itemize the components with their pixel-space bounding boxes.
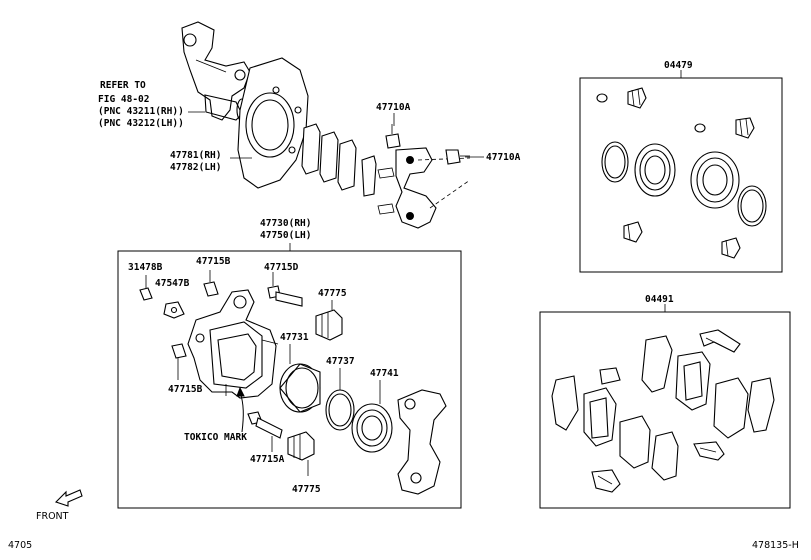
page-id: 4705 bbox=[8, 540, 32, 551]
tokico-mark-arrow bbox=[236, 386, 245, 433]
label-47775-bottom[interactable]: 47775 bbox=[292, 484, 321, 495]
boot-47775-bottom-drawing bbox=[287, 431, 315, 476]
label-47782[interactable]: 47782(LH) bbox=[170, 162, 221, 173]
label-47750[interactable]: 47750(LH) bbox=[260, 230, 311, 241]
label-47731[interactable]: 47731 bbox=[280, 332, 309, 343]
label-kit-04479[interactable]: 04479 bbox=[664, 60, 693, 71]
label-refer-line2: FIG 48-02 bbox=[98, 94, 149, 105]
label-31478b[interactable]: 31478B bbox=[128, 262, 163, 273]
mounting-bracket-drawing bbox=[397, 389, 447, 495]
label-47730[interactable]: 47730(RH) bbox=[260, 218, 311, 229]
slide-pin-47715a-drawing bbox=[247, 411, 283, 452]
label-47781[interactable]: 47781(RH) bbox=[170, 150, 221, 161]
bleeder-plug-31478b-drawing bbox=[139, 275, 153, 301]
seal-kit-04479-frame bbox=[579, 77, 783, 273]
label-47547b[interactable]: 47547B bbox=[155, 278, 190, 289]
front-label: FRONT bbox=[36, 511, 69, 522]
seal-kit-04479-parts-drawing bbox=[596, 87, 767, 259]
pad-shims-drawing bbox=[301, 123, 395, 215]
label-kit-04491[interactable]: 04491 bbox=[645, 294, 674, 305]
dust-cover-drawing bbox=[237, 57, 309, 189]
label-47737[interactable]: 47737 bbox=[326, 356, 355, 367]
slide-pin-47715d-drawing bbox=[267, 272, 303, 307]
piston-seal-47737-drawing bbox=[325, 368, 355, 431]
label-47715a[interactable]: 47715A bbox=[250, 454, 285, 465]
label-47715b-top[interactable]: 47715B bbox=[196, 256, 231, 267]
label-47710a-left[interactable]: 47710A bbox=[376, 102, 411, 113]
pad-kit-04491-parts-drawing bbox=[551, 329, 775, 493]
caliper-body-drawing bbox=[187, 289, 279, 399]
boot-47775-top-drawing bbox=[315, 300, 343, 341]
piston-47731-drawing bbox=[279, 344, 321, 413]
bolt-47710a-right-drawing bbox=[445, 149, 470, 165]
label-47710a-right[interactable]: 47710A bbox=[486, 152, 521, 163]
part-labels: REFER TO FIG 48-02 (PNC 43211(RH)) (PNC … bbox=[98, 60, 693, 495]
label-tokico-mark: TOKICO MARK bbox=[184, 432, 247, 443]
label-47775-top[interactable]: 47775 bbox=[318, 288, 347, 299]
bolt-47715b-bottom-drawing bbox=[171, 343, 187, 380]
label-47715b-bottom[interactable]: 47715B bbox=[168, 384, 203, 395]
bolt-47715b-top-drawing bbox=[203, 270, 219, 297]
footer: FRONT 4705 478135-H bbox=[8, 511, 799, 551]
caliper-assembly-frame bbox=[117, 250, 462, 509]
label-refer-line3: (PNC 43211(RH)) bbox=[98, 106, 184, 117]
steering-knuckle-drawing bbox=[181, 21, 251, 122]
bolt-47710a-left-drawing bbox=[385, 124, 401, 149]
label-refer-line1: REFER TO bbox=[100, 80, 146, 91]
label-47715d[interactable]: 47715D bbox=[264, 262, 299, 273]
front-direction-arrow-icon bbox=[54, 489, 83, 507]
label-47741[interactable]: 47741 bbox=[370, 368, 399, 379]
bleeder-screw-47547b-drawing bbox=[163, 301, 185, 319]
diagram-id: 478135-H bbox=[752, 540, 799, 551]
cylinder-boot-47741-drawing bbox=[351, 380, 393, 453]
label-refer-line4: (PNC 43212(LH)) bbox=[98, 118, 184, 129]
caliper-bracket-top-drawing bbox=[395, 147, 471, 229]
